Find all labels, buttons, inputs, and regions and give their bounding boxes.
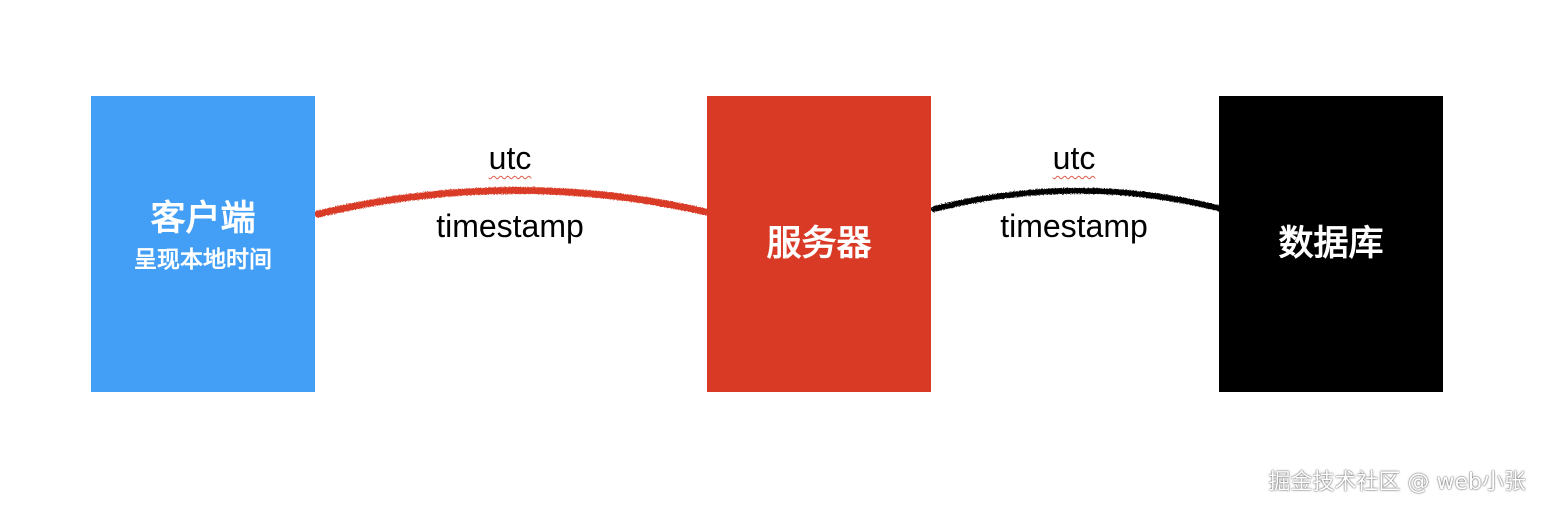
client-server-utc-text: utc (488, 140, 532, 176)
client-server-label-timestamp: timestamp (436, 208, 584, 244)
database-title: 数据库 (1278, 224, 1384, 264)
server-node: 服务器 (707, 96, 931, 392)
server-database-label-timestamp: timestamp (1000, 208, 1148, 244)
server-database-connector (931, 187, 1221, 212)
client-title: 客户端 (150, 199, 256, 239)
client-subtitle: 呈现本地时间 (134, 247, 272, 273)
server-database-label-utc: utc (1014, 140, 1134, 177)
client-server-connector (314, 187, 710, 218)
server-title: 服务器 (766, 224, 872, 264)
client-server-label-utc: utc (450, 140, 570, 177)
database-node: 数据库 (1219, 96, 1443, 392)
watermark-text: 掘金技术社区 @ web小张 (1268, 470, 1526, 495)
server-database-utc-text: utc (1052, 140, 1096, 176)
client-node: 客户端 呈现本地时间 (91, 96, 315, 392)
